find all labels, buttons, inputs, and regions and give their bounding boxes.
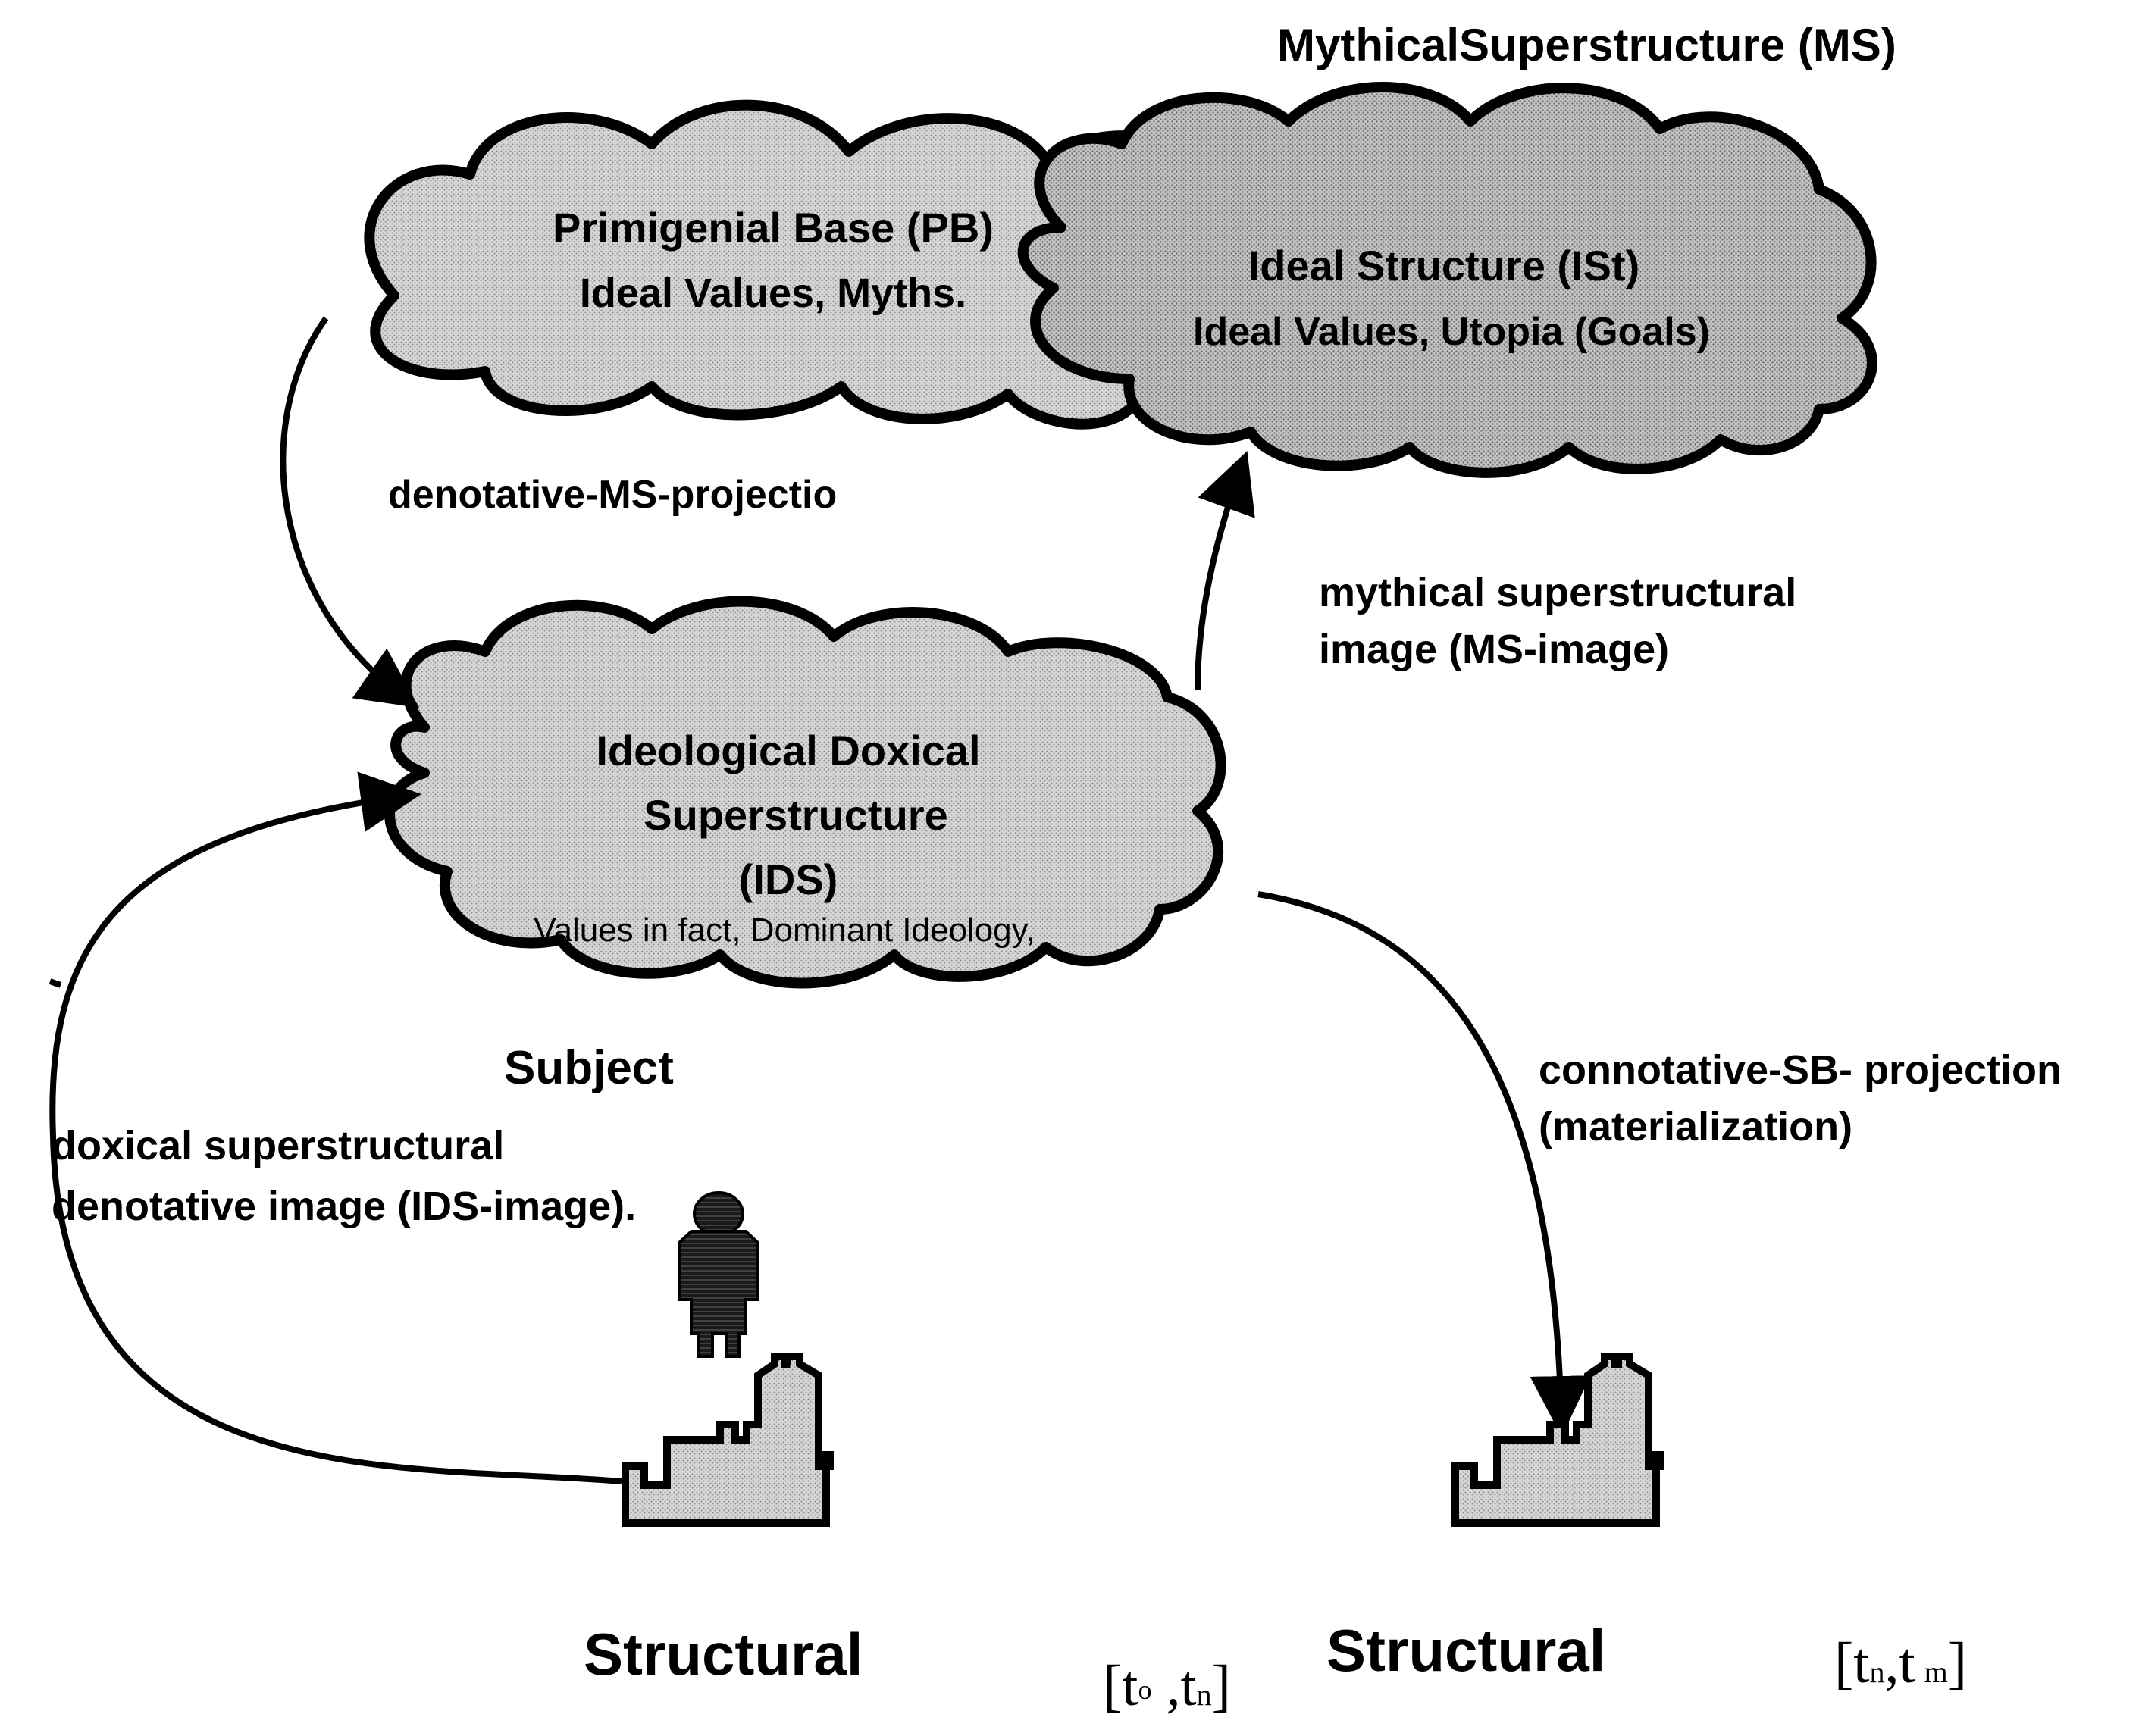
connotative-sb-arrow [1257,891,1591,1437]
ist-subtitle: Ideal Values, Utopia (Goals) [1193,310,1710,354]
interval-left: [to ,tn] [1103,1654,1231,1718]
interval-left-sub2: n [1197,1678,1212,1712]
doxical-arrow-kink [49,978,62,988]
subject-label: Subject [504,1042,674,1094]
structural-building-right [1451,1353,1664,1527]
structural-building-left [622,1353,834,1527]
denotative-ms-label: denotative-MS-projectio [388,473,837,517]
doxical-ids-arrow [49,771,622,1484]
interval-right: [tn,t m] [1834,1631,1967,1695]
ms-image-arrow [1195,450,1255,690]
ideal-structure-cloud [1017,82,1877,478]
structural-left-label: Structural [584,1621,863,1688]
structural-right-label: Structural [1326,1617,1605,1684]
denotative-ms-arrow [280,316,420,708]
ids-subtitle: Values in fact, Dominant Ideology, [534,912,1035,949]
interval-right-sep: ,t [1884,1631,1915,1695]
interval-left-open: [t [1103,1654,1138,1718]
interval-left-sep: ,t [1151,1654,1196,1718]
interval-right-sub1: n [1869,1655,1884,1689]
ms-title: MythicalSuperstructure (MS) [1277,20,1896,70]
connotative-label-1: connotative-SB- projection [1539,1047,2062,1093]
interval-left-close: ] [1212,1654,1231,1718]
pb-title: Primigenial Base (PB) [553,204,994,252]
subject-person-icon [678,1191,759,1358]
interval-left-sub1: o [1138,1675,1151,1705]
doxical-label-2: denotative image (IDS-image). [52,1184,636,1229]
ms-image-label-1: mythical superstructural [1319,570,1796,615]
ideological-cloud [384,596,1226,989]
ids-line3: (IDS) [739,855,838,903]
ms-image-label-2: image (MS-image) [1319,627,1669,672]
doxical-label-1: doxical superstructural [52,1123,504,1168]
pb-subtitle: Ideal Values, Myths. [580,271,966,316]
ids-line2: Superstructure [644,791,947,839]
interval-right-close: ] [1948,1631,1967,1695]
ist-title: Ideal Structure (ISt) [1248,242,1640,289]
interval-right-sub2: m [1924,1655,1948,1689]
ids-line1: Ideological Doxical [596,727,980,774]
interval-right-open: [t [1834,1631,1869,1695]
connotative-label-2: (materialization) [1539,1104,1852,1150]
